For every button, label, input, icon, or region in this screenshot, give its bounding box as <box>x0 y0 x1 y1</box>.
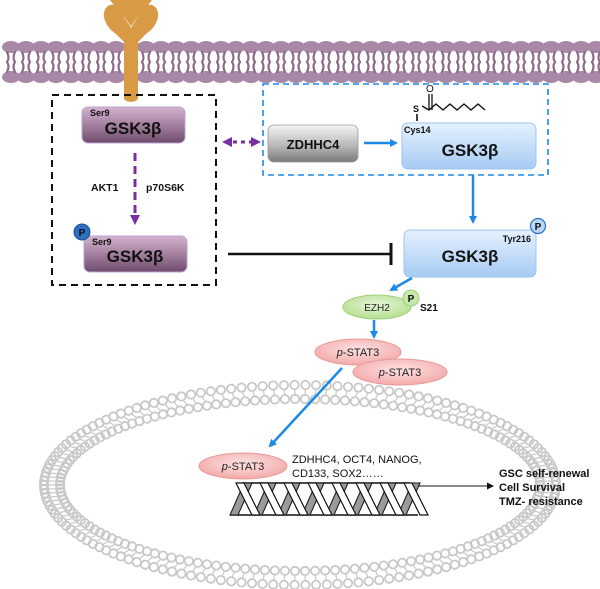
p-stat3-node <box>314 338 402 366</box>
p-stat3-label: p-STAT3 <box>378 367 421 379</box>
oxygen-label: O <box>426 84 434 95</box>
outcome-tmz-resistance: TMZ- resistance <box>499 496 583 508</box>
gsk3b-ser9-node: Ser9 GSK3β <box>81 106 186 144</box>
phospho-icon <box>73 223 91 241</box>
outcome-gsc-self-renewal: GSC self-renewal <box>499 468 589 480</box>
dna-helix <box>229 482 429 516</box>
protein-label: GSK3β <box>442 141 499 160</box>
p-stat3-label: p-STAT3 <box>336 347 379 359</box>
phospho-label: P <box>408 294 415 305</box>
p-gsk3b-ser9-node: P Ser9 GSK3β <box>73 223 188 273</box>
inactive-gsk3b-box <box>51 94 217 286</box>
receptor <box>103 0 159 102</box>
protein-label: GSK3β <box>107 247 164 266</box>
phospho-icon <box>529 217 547 235</box>
palmitoyl-group: S O <box>413 84 486 121</box>
phospho-icon <box>402 289 420 307</box>
site-label: Tyr216 <box>503 234 531 244</box>
gsk3b-cys14-node: Cys14 GSK3β <box>401 122 537 170</box>
palmitoylation-box <box>262 83 549 176</box>
phospho-label: P <box>79 228 86 239</box>
zdhhc4-node: ZDHHC4 <box>267 124 359 163</box>
p-stat3-node <box>352 358 448 386</box>
target-genes-line1: ZDHHC4, OCT4, NANOG, <box>292 454 422 466</box>
akt1-label: AKT1 <box>91 182 119 194</box>
outcome-cell-survival: Cell Survival <box>499 482 565 494</box>
nuclear-translocation-arrow <box>268 367 343 448</box>
s21-label: S21 <box>420 303 438 314</box>
cell-membrane <box>2 41 600 83</box>
protein-label: GSK3β <box>442 247 499 266</box>
p-stat3-dimer: p-STAT3 p-STAT3 <box>314 338 448 386</box>
enzyme-label: ZDHHC4 <box>287 137 340 152</box>
sulfur-label: S <box>413 104 419 114</box>
target-genes-line2: CD133, SOX2…… <box>292 468 384 480</box>
site-label: Ser9 <box>92 237 112 247</box>
p70s6k-label: p70S6K <box>146 182 185 194</box>
gsk3b-tyr216-node: P Tyr216 GSK3β <box>403 217 547 278</box>
protein-label: GSK3β <box>105 119 162 138</box>
ezh2-node: EZH2 P S21 <box>342 289 438 320</box>
site-label: Ser9 <box>90 108 110 118</box>
gsk-to-ezh2-arrow <box>389 276 413 292</box>
ezh2-label: EZH2 <box>364 303 390 314</box>
nuclear-membrane <box>38 379 562 589</box>
p-stat3-label: p-STAT3 <box>221 461 264 473</box>
site-label: Cys14 <box>404 125 431 135</box>
nuclear-p-stat3-node: p-STAT3 <box>198 452 288 480</box>
phospho-label: P <box>535 222 542 233</box>
